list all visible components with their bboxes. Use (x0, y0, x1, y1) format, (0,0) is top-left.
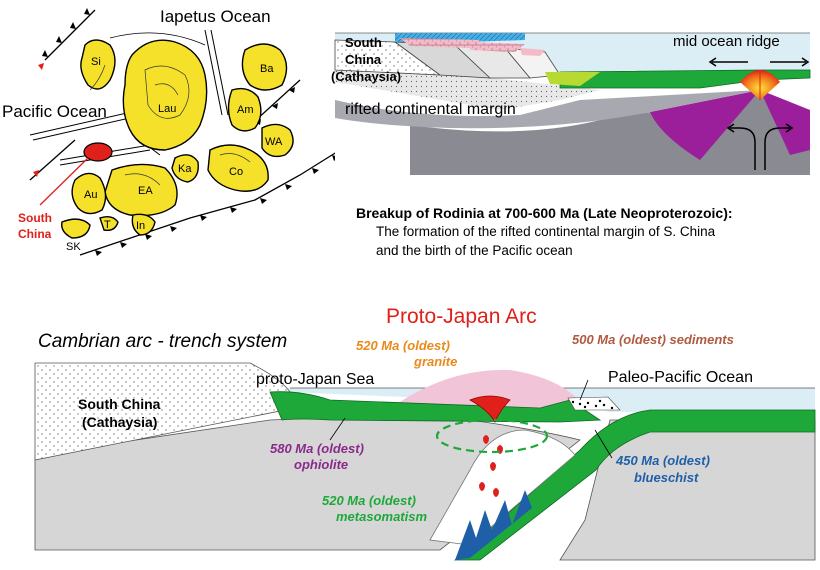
block-si (80, 39, 116, 90)
caption: Breakup of Rodinia at 700-600 Ma (Late N… (356, 205, 733, 258)
continental-blocks (61, 39, 294, 239)
block-ea (104, 163, 178, 217)
caption-line-2: and the birth of the Pacific ocean (376, 243, 573, 258)
purple-wedge-left (650, 90, 760, 160)
block-ka (171, 154, 199, 183)
arc-granite-crust (395, 369, 580, 410)
label-sk: SK (66, 241, 81, 253)
label-co: Co (229, 166, 243, 178)
rifted-margin-label: rifted continental margin (345, 101, 516, 118)
label-ba: Ba (260, 63, 274, 75)
cathaysia-arc-label: (Cathaysia) (82, 414, 157, 430)
blueschist-age-label: 450 Ma (oldest) (615, 453, 710, 468)
rift-cathaysia-label: (Cathaysia) (331, 69, 401, 84)
spreading-arrows (708, 57, 810, 170)
label-ka: Ka (178, 163, 192, 175)
granite-label: granite (413, 354, 457, 369)
south-china-block (83, 142, 113, 162)
label-si: Si (91, 56, 101, 68)
ophiolite-age-label: 580 Ma (oldest) (270, 441, 364, 456)
block-au (71, 172, 107, 215)
label-wa: WA (265, 136, 283, 148)
sediments-age-label: 500 Ma (oldest) sediments (572, 332, 734, 347)
proto-japan-sea-label: proto-Japan Sea (256, 371, 374, 388)
proto-japan-arc-label: Proto-Japan Arc (386, 305, 537, 328)
subducting-slab (453, 409, 816, 561)
rift-south-label: South (345, 35, 382, 50)
arc-system-title: Cambrian arc - trench system (38, 331, 287, 352)
metasomatism-zone (435, 418, 549, 454)
iapetus-ocean-label: Iapetus Ocean (160, 7, 271, 26)
block-am (227, 87, 262, 132)
label-au: Au (84, 189, 97, 201)
block-co (207, 144, 269, 192)
granite-age-label: 520 Ma (oldest) (356, 338, 450, 353)
paleo-pacific-ocean-label: Paleo-Pacific Ocean (608, 369, 753, 386)
purple-wedge-right (760, 90, 810, 155)
block-ba (241, 43, 288, 91)
rift-cross-section: South China (Cathaysia) mid ocean ridge … (331, 28, 811, 178)
metasomatism-label: metasomatism (336, 509, 427, 524)
pacific-ocean-label: Pacific Ocean (2, 102, 107, 121)
rift-china-label: China (345, 52, 382, 67)
arc-magma-chamber (469, 395, 511, 423)
block-t (99, 215, 119, 232)
block-in (131, 213, 156, 236)
caption-title: Breakup of Rodinia at 700-600 Ma (Late N… (356, 205, 733, 221)
blueschist-label: blueschist (634, 470, 699, 485)
oceanic-crust (559, 69, 811, 89)
label-ea: EA (138, 185, 153, 197)
arc-trench-section: Cambrian arc - trench system Proto-Japan… (34, 305, 816, 561)
ophiolite-label: ophiolite (294, 457, 348, 472)
metasomatism-age-label: 520 Ma (oldest) (322, 493, 416, 508)
rodinia-map: Si Lau Ba Am WA Co Ka EA Au In T SK Iape… (2, 7, 341, 256)
back-arc-oceanic-crust (269, 391, 602, 423)
label-in: In (136, 220, 145, 232)
blueschist-bodies (455, 490, 532, 560)
magma-droplets (479, 435, 503, 497)
block-lau (122, 39, 208, 151)
label-am: Am (237, 104, 254, 116)
mid-ocean-ridge-label: mid ocean ridge (673, 33, 780, 50)
label-t: T (104, 219, 111, 231)
south-china-label-1: South (18, 211, 52, 225)
caption-line-1: The formation of the rifted continental … (376, 224, 716, 239)
south-china-label-2: China (18, 227, 52, 241)
mantle-wedge (429, 429, 576, 546)
lower-crust (335, 90, 760, 129)
label-lau: Lau (158, 103, 176, 115)
block-wa (261, 123, 294, 158)
block-sk (61, 218, 91, 239)
south-china-arc-label: South China (78, 396, 161, 412)
